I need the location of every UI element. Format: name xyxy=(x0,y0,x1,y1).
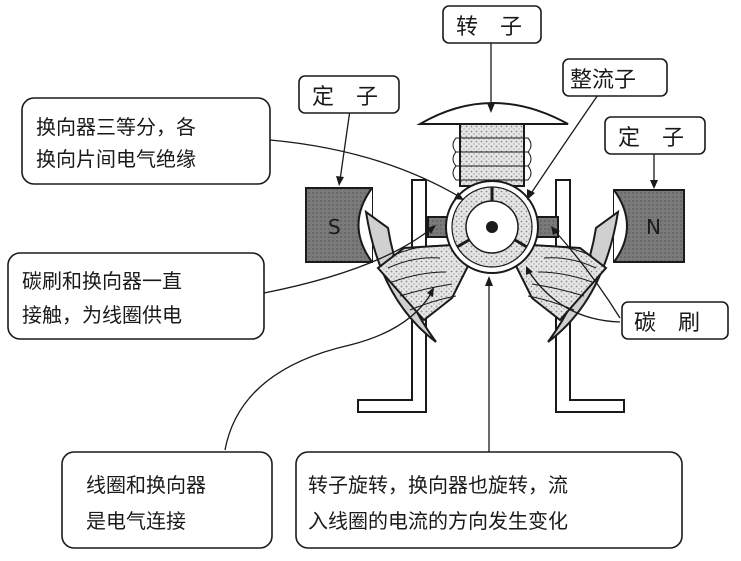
commutator xyxy=(445,180,539,274)
top-coil xyxy=(452,137,532,181)
svg-text:线圈和换向器: 线圈和换向器 xyxy=(86,473,206,497)
pole-s-label: S xyxy=(328,215,341,239)
note-commutator-segments: 换向器三等分，各 换向片间电气绝缘 xyxy=(21,97,271,185)
leader-lines xyxy=(224,43,658,452)
svg-text:转子旋转，换向器也旋转，流: 转子旋转，换向器也旋转，流 xyxy=(308,473,568,497)
svg-text:碳 刷: 碳 刷 xyxy=(634,311,700,336)
label-stator-left: 定 子 xyxy=(298,75,400,114)
label-commutator: 整流子 xyxy=(562,58,668,97)
label-stator-right: 定 子 xyxy=(604,116,706,155)
svg-text:转 子: 转 子 xyxy=(456,15,522,40)
svg-text:碳刷和换向器一直: 碳刷和换向器一直 xyxy=(22,269,182,293)
label-rotor: 转 子 xyxy=(442,5,542,44)
stator-left: S xyxy=(305,187,373,263)
svg-text:定 子: 定 子 xyxy=(312,85,378,110)
note-rotation-effect: 转子旋转，换向器也旋转，流 入线圈的电流的方向发生变化 xyxy=(295,451,683,549)
svg-text:换向器三等分，各: 换向器三等分，各 xyxy=(36,115,196,139)
label-carbon-brush: 碳 刷 xyxy=(621,301,729,340)
note-coil-connection: 线圈和换向器 是电气连接 xyxy=(61,451,273,549)
svg-text:整流子: 整流子 xyxy=(570,68,636,93)
svg-text:定 子: 定 子 xyxy=(618,126,684,151)
svg-text:入线圈的电流的方向发生变化: 入线圈的电流的方向发生变化 xyxy=(308,509,568,533)
note-brush-contact: 碳刷和换向器一直 接触，为线圈供电 xyxy=(7,252,265,340)
svg-text:接触，为线圈供电: 接触，为线圈供电 xyxy=(22,303,182,327)
right-coil xyxy=(527,245,597,311)
pole-n-label: N xyxy=(646,215,661,239)
left-coil xyxy=(387,245,457,311)
stator-right: N xyxy=(613,189,685,263)
svg-text:是电气连接: 是电气连接 xyxy=(86,509,186,533)
svg-text:换向片间电气绝缘: 换向片间电气绝缘 xyxy=(36,147,196,171)
